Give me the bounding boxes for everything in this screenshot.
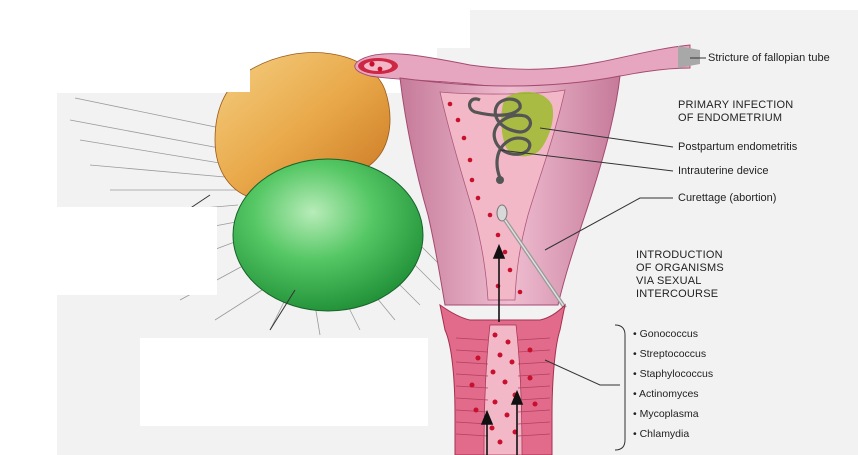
label-curettage-abortion: Curettage (abortion) — [678, 192, 777, 204]
heading-introduction-of-organisms: INTRODUCTION OF ORGANISMS VIA SEXUAL INT… — [636, 249, 724, 300]
intrauterine-device — [467, 97, 533, 179]
heading-primary-infection: PRIMARY INFECTION OF ENDOMETRIUM — [678, 99, 794, 124]
organism-item: • Mycoplasma — [633, 408, 699, 420]
organism-item: • Chlamydia — [633, 428, 690, 440]
organism-dots — [369, 61, 538, 445]
blank-callout-left-upper — [57, 207, 217, 295]
ovary-green — [232, 158, 424, 312]
organism-item: • Staphylococcus — [633, 368, 714, 380]
blank-callout-top — [250, 10, 470, 48]
vaginal-rugae — [455, 337, 551, 437]
iud-tip — [496, 176, 504, 184]
fallopian-tube — [354, 44, 691, 88]
label-postpartum-endometritis: Postpartum endometritis — [678, 141, 798, 153]
organism-item: • Actinomyces — [633, 388, 699, 400]
blank-callout-topleft-2 — [0, 0, 57, 455]
organism-item: • Gonococcus — [633, 328, 698, 340]
label-intrauterine-device: Intrauterine device — [678, 165, 769, 177]
label-stricture-fallopian-tube: Stricture of fallopian tube — [708, 52, 830, 64]
tube-stricture-tip — [678, 46, 700, 68]
curette-instrument — [496, 204, 567, 310]
blank-callout-left-lower — [140, 338, 428, 426]
endometritis-patch — [501, 91, 554, 157]
organism-list: • Gonococcus • Streptococcus • Staphyloc… — [633, 327, 713, 447]
organism-item: • Streptococcus — [633, 348, 707, 360]
ascending-infection-arrows — [480, 243, 524, 455]
